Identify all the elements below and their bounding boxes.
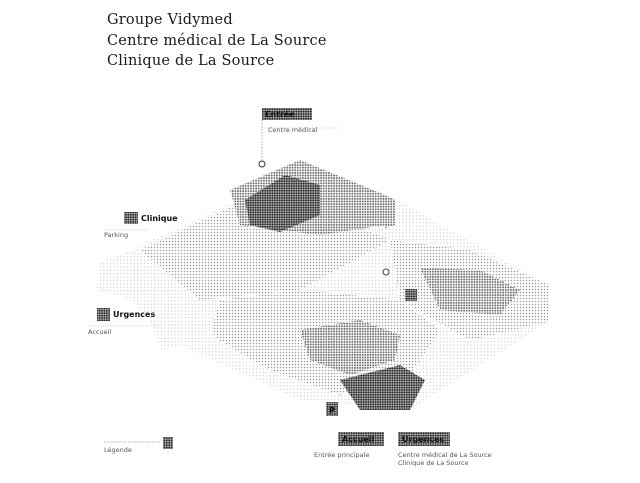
legend-tag-1 <box>338 432 384 446</box>
marker-left-mid[interactable]: Accueil Urgences <box>88 308 160 336</box>
pin-icon <box>258 160 266 168</box>
pin-icon <box>326 402 338 416</box>
legend-caption-2b: Clinique de La Source <box>398 459 469 467</box>
marker-left-upper[interactable]: Parking Clinique <box>104 212 178 239</box>
pin-icon <box>405 289 417 301</box>
legend: Légende Accueil Entrée principale Urgenc… <box>104 432 492 467</box>
pin-icon <box>97 308 110 321</box>
legend-left-caption: Légende <box>104 446 132 454</box>
marker-mid[interactable] <box>382 268 390 276</box>
legend-tag-1-text: Accueil <box>342 435 375 444</box>
title-block: Groupe Vidymed Centre médical de La Sour… <box>107 10 327 72</box>
legend-tag-2-text: Urgences <box>402 435 444 444</box>
marker-bottom-tag: P <box>329 406 335 415</box>
marker-bottom[interactable]: P <box>326 402 338 416</box>
marker-left-upper-tag: Clinique <box>141 214 178 223</box>
legend-caption-1: Entrée principale <box>314 451 369 459</box>
pin-icon <box>124 212 138 224</box>
legend-tag-2 <box>398 432 450 446</box>
courtyard-west <box>150 300 215 350</box>
building-south-wing <box>210 290 440 410</box>
legend-marker-icon <box>163 437 173 449</box>
marker-left-upper-caption: Parking <box>104 231 128 239</box>
legend-caption-2: Centre médical de La Source <box>398 451 492 459</box>
pin-icon <box>382 268 390 276</box>
marker-left-mid-caption: Accueil <box>88 328 111 336</box>
marker-left-mid-tag: Urgences <box>113 310 155 319</box>
title-centre: Centre médical de La Source <box>107 32 327 49</box>
marker-top-tag-text: Entrée <box>265 109 295 119</box>
marker-top[interactable]: Entrée Centre médical <box>258 108 340 168</box>
building-east-wing <box>390 240 550 340</box>
title-group: Groupe Vidymed <box>107 12 233 28</box>
marker-top-caption: Centre médical <box>268 126 318 134</box>
title-clinique: Clinique de La Source <box>107 53 275 69</box>
marker-top-tag <box>262 108 312 120</box>
building-main-block <box>140 160 395 300</box>
marker-east[interactable] <box>405 289 417 301</box>
